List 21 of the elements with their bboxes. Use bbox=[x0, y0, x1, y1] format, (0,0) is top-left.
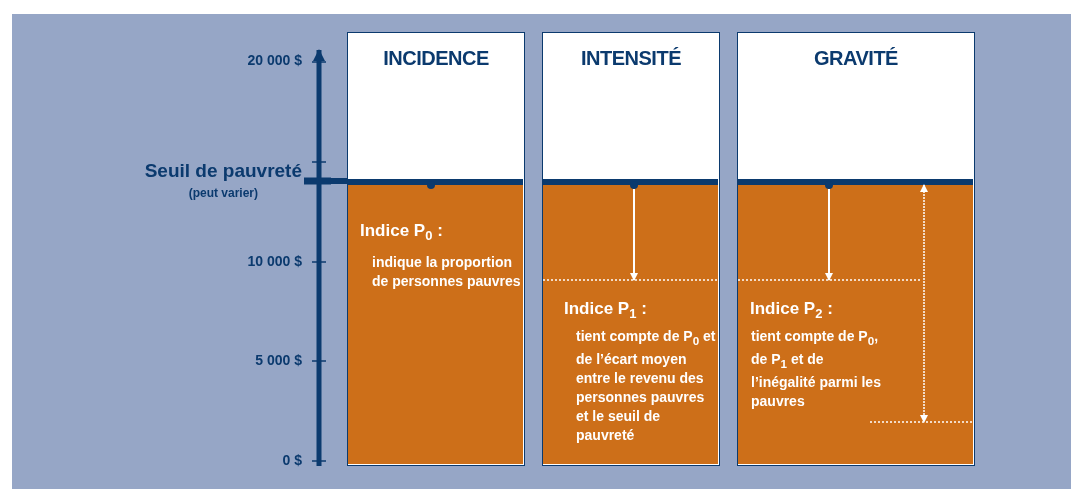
index-title: Indice P$_{0}$ : bbox=[360, 221, 443, 244]
index-block bbox=[543, 179, 718, 464]
threshold-label: Seuil de pauvreté bbox=[144, 160, 302, 182]
axis-label: 0 $ bbox=[282, 452, 302, 468]
category-panel bbox=[542, 32, 720, 466]
category-panel bbox=[347, 32, 525, 466]
index-title: Indice P$_{1}$ : bbox=[564, 299, 647, 322]
index-block bbox=[348, 179, 523, 464]
index-block bbox=[738, 179, 973, 464]
column-heading: INCIDENCE bbox=[382, 47, 490, 70]
index-description: indique la proportion de personnes pauvres bbox=[372, 253, 522, 291]
column-heading: GRAVITÉ bbox=[813, 47, 899, 70]
axis-label: 20 000 $ bbox=[247, 52, 302, 68]
axis-label: 5 000 $ bbox=[255, 352, 302, 368]
column-heading: INTENSITÉ bbox=[580, 47, 682, 70]
index-description: tient compte de P$_{0}$, de P$_{1}$ et de l’inégalité parmi les pauvres bbox=[751, 327, 881, 411]
threshold-note: (peut varier) bbox=[188, 186, 258, 200]
index-description: tient compte de P$_{0}$ et de l’écart moyen entre le revenu des personnes pauvres et le seuil de pauvreté bbox=[576, 327, 716, 445]
index-title: Indice P$_{2}$ : bbox=[750, 299, 833, 322]
axis-label: 10 000 $ bbox=[247, 253, 302, 269]
category-panel bbox=[737, 32, 975, 466]
